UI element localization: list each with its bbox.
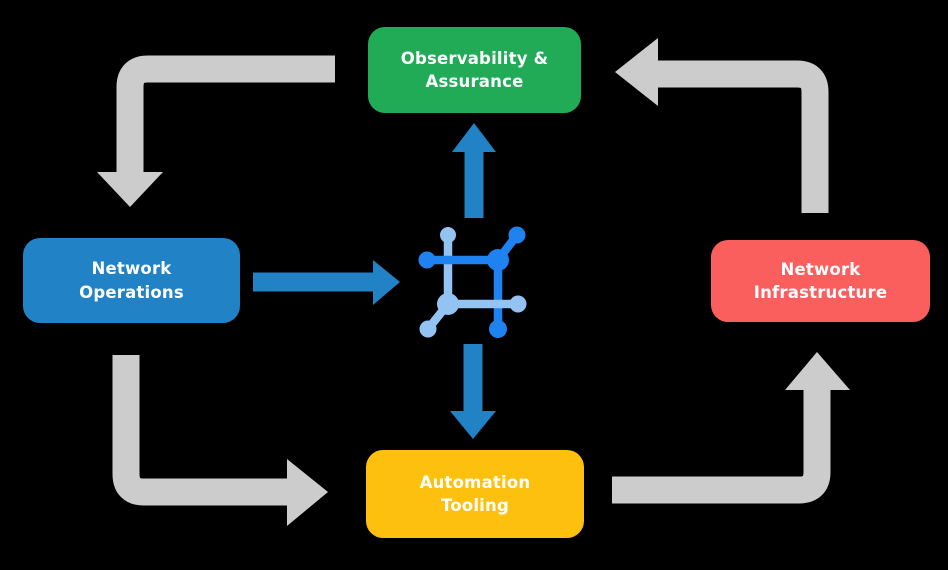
arrow-operations-to-center xyxy=(253,260,400,305)
arrow-center-to-observability xyxy=(452,123,496,218)
node-automation-tooling: Automation Tooling xyxy=(366,450,584,538)
network-automation-icon xyxy=(418,226,527,338)
node-observability-assurance: Observability & Assurance xyxy=(368,27,581,113)
node-network-operations: Network Operations xyxy=(23,238,240,323)
node-label: Network Infrastructure xyxy=(753,259,888,302)
arrow-automation-to-infrastructure xyxy=(612,352,850,504)
node-network-infrastructure: Network Infrastructure xyxy=(711,240,930,322)
arrow-center-to-automation xyxy=(450,344,496,439)
node-label: Network Operations xyxy=(79,259,184,302)
node-label: Observability & Assurance xyxy=(400,48,549,91)
arrow-observability-to-operations xyxy=(97,55,335,207)
arrow-infrastructure-to-observability xyxy=(615,38,829,213)
arrow-operations-to-automation xyxy=(112,355,328,526)
node-label: Automation Tooling xyxy=(419,472,531,515)
